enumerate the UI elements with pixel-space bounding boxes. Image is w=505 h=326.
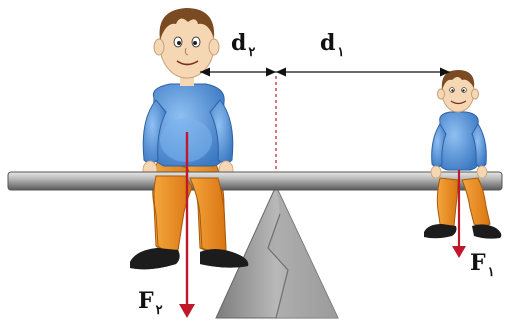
force-arrow-f2	[179, 132, 195, 318]
distance-arrow-d2	[200, 67, 276, 77]
force-arrow-f1	[452, 170, 466, 258]
fulcrum	[215, 184, 339, 319]
small-boy	[424, 70, 502, 239]
distance-arrow-d1	[276, 67, 450, 77]
big-boy-lap	[130, 175, 249, 270]
seesaw-beam	[7, 171, 503, 191]
